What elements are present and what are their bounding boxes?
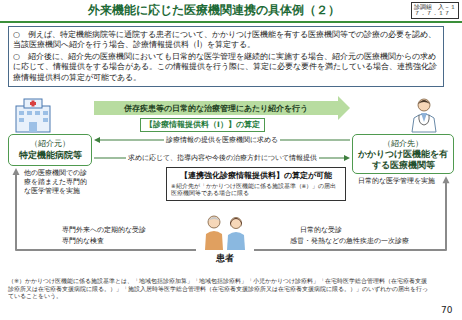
node-text: ※紹介先が「かかりつけ医機能に係る施設基準（※）」の届出医療機関等である場合に限… [171, 183, 341, 197]
hospital-window [19, 111, 24, 115]
patient-body [205, 231, 223, 250]
connector [94, 96, 350, 120]
note-label: 日常的な医学管理を実施 [358, 177, 444, 186]
arrow-head [13, 168, 20, 175]
node-outline: （紹介元）特定機能病院等 [8, 134, 92, 166]
patient-hair [208, 217, 220, 221]
arrow-head [338, 96, 350, 120]
hospital-door [29, 122, 37, 132]
hospital-cross-h [30, 102, 36, 105]
node-text: （紹介元） [11, 138, 89, 149]
arrow-head [344, 155, 350, 161]
referral-clinic: （紹介先）かかりつけ医機能を有する医療機関等 [352, 98, 454, 174]
note-label: 専門的な検査 [62, 236, 104, 246]
node-text: 【連携強化診療情報提供料】の算定が可能 [171, 171, 341, 181]
node-text: 【診療情報提供料（Ⅰ）】の算定 [145, 120, 260, 130]
fee-tag: 【診療情報提供料（Ⅰ）】の算定 [140, 118, 265, 132]
hospital-tower [24, 99, 42, 108]
note-label: 感冒・発熱などの急性疾患の一次診療 [290, 236, 409, 246]
patient-icon [205, 216, 245, 250]
patient-head [208, 216, 220, 228]
node-outline: （紹介先）かかりつけ医機能を有する医療機関等 [352, 134, 454, 174]
slide-title: 外来機能に応じた医療機関連携の具体例（２） [88, 3, 340, 18]
node-text: ７．７．１７ [414, 10, 456, 16]
doctor-head [418, 99, 430, 111]
hospital-window [35, 111, 40, 115]
doctor-hair [418, 100, 430, 104]
patient-node: 患者 [198, 210, 252, 265]
hospital-icon [16, 99, 50, 132]
edge-label: 求めに応じて、指導内容や今後の治療方針について情報提供 [126, 154, 319, 162]
patient-head [231, 218, 242, 229]
node-text: 特定機能病院等 [11, 149, 89, 162]
edge-label: 診療情報の提供を医療機関に求める [164, 136, 280, 144]
hospital-body [16, 106, 50, 132]
arrow-head [94, 137, 100, 143]
hospital-window [43, 111, 48, 115]
hospital-window [27, 111, 32, 115]
node-text: かかりつけ医機能を有する医療機関等 [355, 149, 451, 170]
hospital-window [19, 118, 24, 122]
meeting-id-box: 診調組 入－１７．７．１７ [411, 2, 459, 19]
node-text: 患者 [198, 252, 252, 265]
fee-box: 【連携強化診療情報提供料】の算定が可能 ※紹介先が「かかりつけ医機能に係る施設基準… [166, 167, 346, 201]
node-text: ○ 例えば、特定機能病院等に通院する患者について、かかりつけ医機能を有する医療機… [13, 30, 439, 51]
patient-body [227, 232, 245, 250]
node-text: 診調組 入－１ [414, 4, 456, 10]
referrer-hospital: （紹介元）特定機能病院等 [8, 98, 92, 166]
edge-label: 併存疾患等の日常的な治療管理にあたり紹介を行う [124, 104, 308, 113]
edge-label: 日常的な受診 [300, 226, 342, 234]
node-text: （紹介先） [355, 138, 451, 149]
title-rule [0, 21, 462, 23]
hospital-window [43, 118, 48, 122]
note-label: （※）かかりつけ医機能に係る施設基準とは、「地域包括診療加算」「地域包括診療料」… [8, 277, 433, 300]
doctor-icon [412, 99, 436, 132]
patient-hair [230, 218, 242, 227]
connector-line [94, 101, 339, 115]
stethoscope [419, 115, 429, 125]
doctor-shirt [421, 113, 427, 122]
summary-box: ○ 例えば、特定機能病院等に通院する患者について、かかりつけ医機能を有する医療機… [8, 26, 444, 87]
doctor-coat [412, 114, 436, 132]
edge-label: 専門外来への定期的な受診 [62, 226, 146, 234]
note-label: 70 [441, 305, 452, 315]
note-label: 他の医療機関での診療を踏まえた専門的な医学管理を実施 [24, 169, 92, 195]
arrow-head [443, 176, 450, 183]
node-text: ○ 紹介後に、紹介先の医療機関においても日常的な医学管理を継続的に実施する場合、… [13, 52, 439, 83]
